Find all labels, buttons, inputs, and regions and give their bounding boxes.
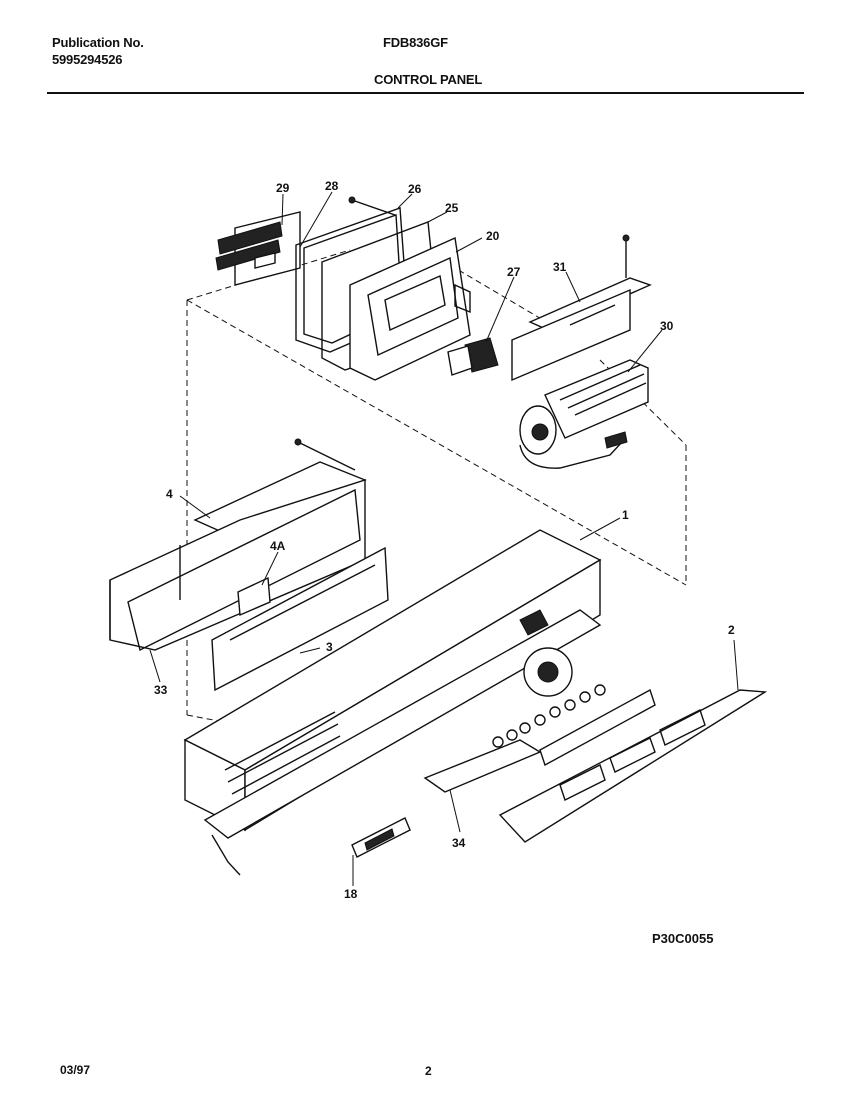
- part-3-back-panel: [211, 546, 389, 692]
- callout-31: 31: [553, 260, 567, 274]
- callout-28: 28: [325, 179, 339, 193]
- part-18-badge: [351, 817, 411, 858]
- part-30-blower: [519, 359, 649, 469]
- control-buttons: [492, 684, 606, 748]
- callout-25: 25: [445, 201, 459, 215]
- callout-18: 18: [344, 887, 358, 901]
- callout-3: 3: [326, 640, 333, 654]
- callout-1: 1: [622, 508, 629, 522]
- section-title: CONTROL PANEL: [374, 72, 483, 87]
- part-2-keypad: [498, 688, 768, 843]
- callout-29: 29: [276, 181, 290, 195]
- callout-20: 20: [486, 229, 500, 243]
- callout-27: 27: [507, 265, 521, 279]
- callout-2: 2: [728, 623, 735, 637]
- part-27-connector: [447, 337, 499, 376]
- publication-number: 5995294526: [52, 52, 123, 67]
- callout-33: 33: [154, 683, 168, 697]
- model-number: FDB836GF: [383, 35, 448, 50]
- callout-26: 26: [408, 182, 422, 196]
- part-34-cover: [423, 739, 542, 793]
- figure-id: P30C0055: [652, 931, 714, 946]
- leader-lines: [149, 191, 739, 886]
- header-rule: [47, 92, 804, 94]
- callout-4: 4: [166, 487, 173, 501]
- part-20-housing: [349, 236, 471, 381]
- footer-date: 03/97: [60, 1063, 91, 1077]
- callout-labels: 29 28 26 25 20 27 31 30 4 4A 1 3 33 2 34…: [154, 179, 735, 901]
- part-29-board: [215, 211, 301, 286]
- publication-label: Publication No.: [52, 35, 144, 50]
- callout-30: 30: [660, 319, 674, 333]
- callout-34: 34: [452, 836, 466, 850]
- part-26-screw: [348, 196, 396, 216]
- callout-4A: 4A: [270, 539, 286, 553]
- page-number: 2: [425, 1064, 432, 1078]
- part-1-console: [183, 529, 602, 876]
- part-31-plate: [511, 234, 652, 382]
